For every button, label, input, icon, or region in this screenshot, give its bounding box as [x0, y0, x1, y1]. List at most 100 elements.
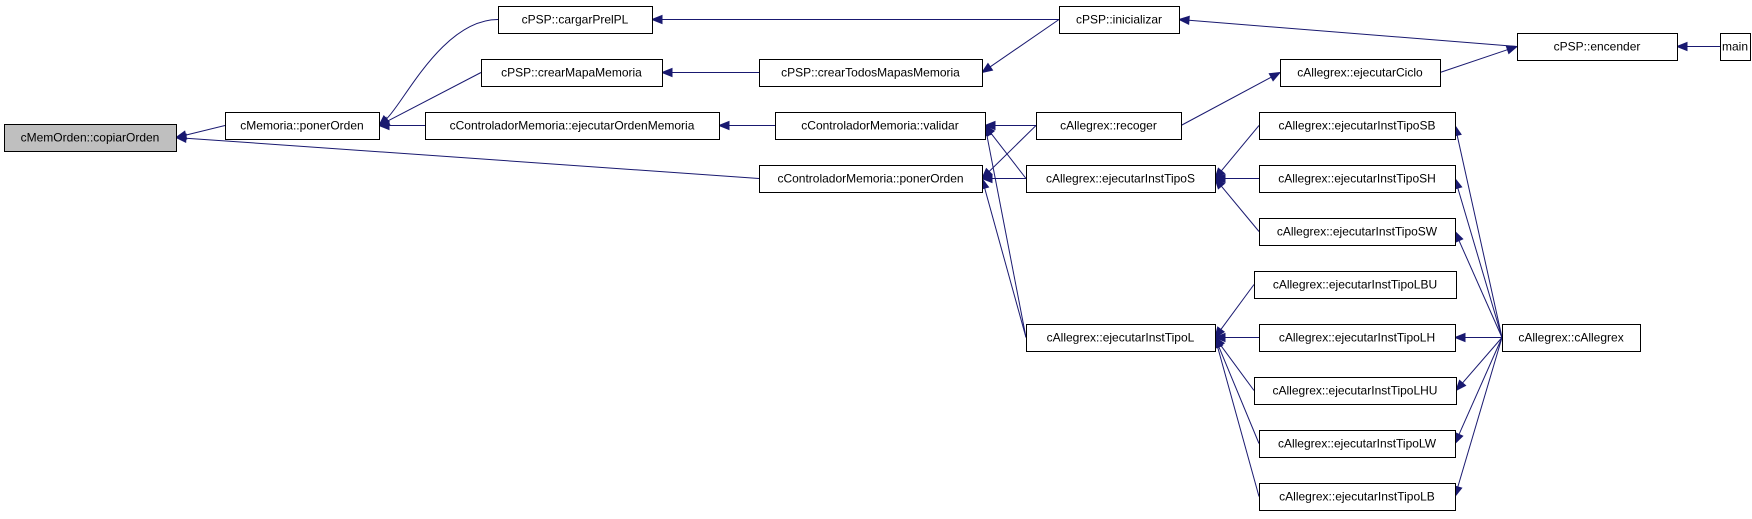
node-tipo-l-h[interactable]: cAllegrex::ejecutarInstTipoLH — [1259, 324, 1456, 352]
edge-tipoL-to-ctrlPonerOrden — [980, 177, 1027, 338]
node-label: cAllegrex::ejecutarInstTipoS — [1046, 172, 1195, 186]
node-box — [498, 6, 653, 34]
node-label: cControladorMemoria::ponerOrden — [777, 172, 963, 186]
node-crear-mapa-memoria[interactable]: cPSP::crearMapaMemoria — [481, 59, 663, 87]
edge-arrowhead — [1214, 167, 1226, 180]
edge-arrowhead — [980, 62, 994, 74]
node-box — [481, 59, 663, 87]
edge-arrowhead — [1453, 332, 1466, 343]
node-ejecutar-ciclo[interactable]: cAllegrex::ejecutarCiclo — [1280, 59, 1441, 87]
node-label: cAllegrex::cAllegrex — [1518, 331, 1623, 345]
edge-cAllegrex-to-tipoLHU — [1455, 337, 1503, 392]
edge-line — [386, 19, 499, 120]
node-box — [759, 165, 983, 193]
node-tipo-l-b-u[interactable]: cAllegrex::ejecutarInstTipoLBU — [1254, 271, 1457, 299]
edge-line — [185, 137, 760, 179]
node-recoger[interactable]: cAllegrex::recoger — [1036, 112, 1182, 140]
edge-line — [1439, 49, 1508, 73]
edge-arrowhead — [650, 14, 663, 25]
node-tipo-l-b[interactable]: cAllegrex::ejecutarInstTipoLB — [1259, 483, 1456, 511]
node-crear-todos-mapas-memoria[interactable]: cPSP::crearTodosMapasMemoria — [759, 59, 983, 87]
edge-line — [1218, 346, 1260, 444]
edge-tipoLBU-to-tipoL — [1214, 284, 1255, 339]
edge-arrowhead — [1213, 173, 1226, 184]
node-inicializar[interactable]: cPSP::inicializar — [1059, 6, 1180, 34]
node-box — [425, 112, 720, 140]
node-label: cAllegrex::ejecutarInstTipoSW — [1277, 225, 1438, 239]
edge-cAllegrex-to-tipoSB — [1452, 124, 1503, 338]
edge-line — [1180, 76, 1272, 126]
edge-cAllegrex-to-tipoLW — [1454, 337, 1503, 445]
edge-line — [1457, 337, 1503, 488]
edge-tipoSH-to-tipoS — [1213, 173, 1259, 184]
node-box — [1259, 430, 1456, 458]
edge-line — [1457, 187, 1503, 338]
node-main[interactable]: main — [1720, 33, 1751, 61]
edge-arrowhead — [1675, 41, 1688, 52]
edge-line — [1188, 19, 1518, 47]
node-encender[interactable]: cPSP::encender — [1517, 33, 1678, 61]
edge-line — [1221, 185, 1260, 232]
node-tipo-s-b[interactable]: cAllegrex::ejecutarInstTipoSB — [1259, 112, 1456, 140]
edge-arrowhead — [660, 67, 673, 78]
edge-line — [988, 125, 1037, 172]
edge-tipoS-to-ctrlPonerOrden — [980, 173, 1026, 184]
node-tipo-s[interactable]: cAllegrex::ejecutarInstTipoS — [1026, 165, 1216, 193]
edge-arrowhead — [1177, 15, 1190, 26]
node-ctrl-poner-orden[interactable]: cControladorMemoria::ponerOrden — [759, 165, 983, 193]
edge-arrowhead — [1505, 45, 1519, 55]
node-label: cPSP::inicializar — [1076, 13, 1162, 27]
edge-arrowhead — [377, 120, 390, 131]
edge-tipoLW-to-tipoL — [1214, 336, 1260, 444]
edge-arrowhead — [1214, 326, 1226, 339]
node-tipo-l-h-u[interactable]: cAllegrex::ejecutarInstTipoLHU — [1254, 377, 1457, 405]
node-ejecutar-orden-memoria[interactable]: cControladorMemoria::ejecutarOrdenMemori… — [425, 112, 720, 140]
node-box — [1259, 165, 1456, 193]
edge-cAllegrex-to-tipoLB — [1453, 337, 1503, 498]
node-label: cAllegrex::ejecutarInstTipoLW — [1278, 437, 1437, 451]
node-mem-poner-orden[interactable]: cMemoria::ponerOrden — [225, 112, 380, 140]
node-label: cAllegrex::ejecutarInstTipoLB — [1279, 490, 1435, 504]
node-tipo-s-h[interactable]: cAllegrex::ejecutarInstTipoSH — [1259, 165, 1456, 193]
node-label: cAllegrex::ejecutarInstTipoLBU — [1273, 278, 1437, 292]
node-cargar-prel-p-l[interactable]: cPSP::cargarPrelPL — [498, 6, 653, 34]
node-tipo-s-w[interactable]: cAllegrex::ejecutarInstTipoSW — [1259, 218, 1456, 246]
node-box — [1259, 324, 1456, 352]
edge-tipoLB-to-tipoL — [1213, 336, 1260, 497]
edge-line — [986, 135, 1027, 338]
node-label: cAllegrex::ejecutarInstTipoLHU — [1273, 384, 1438, 398]
edge-validar-to-ejecutarOrdenMemoria — [717, 120, 775, 131]
edge-arrowhead — [1454, 431, 1464, 445]
edge-tipoSW-to-tipoS — [1214, 177, 1260, 232]
node-copiar-orden[interactable]: cMemOrden::copiarOrden — [4, 124, 177, 152]
node-box — [1259, 112, 1456, 140]
node-c-allegrex[interactable]: cAllegrex::cAllegrex — [1502, 324, 1641, 352]
node-tipo-l-w[interactable]: cAllegrex::ejecutarInstTipoLW — [1259, 430, 1456, 458]
node-tipo-l[interactable]: cAllegrex::ejecutarInstTipoL — [1026, 324, 1216, 352]
node-box — [4, 124, 177, 152]
node-label: cPSP::cargarPrelPL — [522, 13, 629, 27]
node-box — [1254, 377, 1457, 405]
edge-cAllegrex-to-tipoSH — [1453, 177, 1503, 338]
node-label: cPSP::crearTodosMapasMemoria — [781, 66, 960, 80]
node-label: cMemoria::ponerOrden — [240, 119, 363, 133]
node-label: cControladorMemoria::ejecutarOrdenMemori… — [450, 119, 695, 133]
edge-arrowhead — [1213, 332, 1226, 343]
edge-ctrlPonerOrden-to-copiarOrden — [174, 133, 760, 179]
edge-line — [990, 133, 1027, 179]
node-validar[interactable]: cControladorMemoria::validar — [775, 112, 986, 140]
edge-crearTodosMapasMemoria-to-crearMapaMemoria — [660, 67, 759, 78]
edge-line — [1462, 337, 1503, 384]
node-label: cAllegrex::ejecutarCiclo — [1297, 66, 1423, 80]
edge-line — [387, 72, 482, 122]
edge-arrowhead — [717, 120, 730, 131]
edge-recoger-to-validar — [983, 120, 1036, 131]
node-label: cAllegrex::recoger — [1060, 119, 1157, 133]
edge-arrowhead — [983, 120, 996, 131]
node-box — [1259, 218, 1456, 246]
edge-line — [1220, 345, 1255, 391]
edge-arrowhead — [1214, 177, 1226, 190]
edge-line — [185, 125, 226, 136]
node-box — [1502, 324, 1641, 352]
